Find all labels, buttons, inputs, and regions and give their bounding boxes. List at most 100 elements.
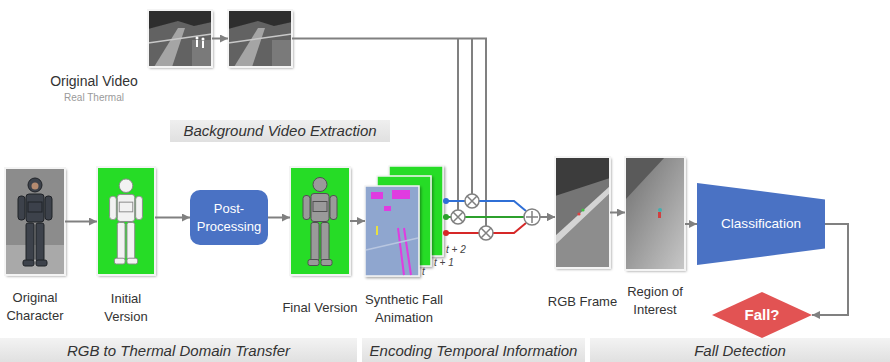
caption: Final Version <box>270 299 370 317</box>
node-text: Fall Detection <box>694 341 786 361</box>
person-speck <box>658 208 662 212</box>
connector <box>212 38 228 40</box>
branch-line <box>471 39 473 195</box>
character-image <box>97 167 155 275</box>
label-holder: t <box>422 266 425 278</box>
caption: Original VideoReal Thermal <box>46 72 142 104</box>
frame-border <box>5 168 65 275</box>
person-heat <box>202 41 204 48</box>
person-heat <box>196 40 198 47</box>
scene-building <box>555 157 610 196</box>
animation-stack: Synthetic Fall Animation <box>365 166 443 276</box>
label-holder: t + 2 <box>446 244 466 256</box>
character-image <box>5 168 65 275</box>
rgb-frame-image <box>555 157 610 268</box>
node-text: Original Video <box>46 72 142 91</box>
green-screen <box>97 167 155 275</box>
branch-line <box>457 39 459 211</box>
node-text: Classification <box>721 215 801 233</box>
thermal-figure <box>303 178 337 266</box>
node-text: Original Character <box>0 289 70 324</box>
multiply-symbol <box>479 226 493 240</box>
connector <box>155 217 190 219</box>
node-text: RGB Frame <box>538 293 628 311</box>
stage-band: RGB to Thermal Domain Transfer <box>0 338 357 362</box>
multiply-symbol <box>451 210 465 224</box>
caption: Initial Version <box>88 290 164 325</box>
mask-block <box>371 192 383 199</box>
frame-border <box>555 157 610 268</box>
thermal-scene <box>148 10 212 67</box>
node-text: Post- Processing <box>195 200 263 235</box>
multiply-cross <box>467 196 477 206</box>
mask-line <box>366 238 418 250</box>
sum-cross <box>526 211 538 223</box>
frame-border <box>148 10 212 67</box>
multiply-circle <box>451 210 465 224</box>
sum-circle <box>524 209 540 225</box>
green-screen <box>290 167 350 275</box>
white-figure <box>110 179 143 264</box>
classifier-block: Classification <box>697 183 825 265</box>
stage-band: Encoding Temporal Information <box>362 338 585 362</box>
connector <box>350 220 365 222</box>
person-speck <box>581 208 584 211</box>
video-frame-image <box>148 10 212 67</box>
person-heat <box>196 37 199 40</box>
node-text: Region of Interest <box>615 283 695 318</box>
branch-line <box>485 217 487 226</box>
animation-frame <box>365 186 419 276</box>
node-text: Background Video Extraction <box>183 121 376 141</box>
video-frame: Background Video Extraction <box>228 10 292 67</box>
node-text: Initial Version <box>88 290 164 325</box>
mask-block <box>384 206 391 211</box>
mask-block <box>392 190 410 199</box>
image-ground <box>5 168 65 275</box>
video-frame-image <box>228 10 292 67</box>
connector <box>65 221 97 223</box>
scene-shadow <box>625 157 665 200</box>
trapezoid-fill <box>697 183 825 265</box>
node-text: Encoding Temporal Information <box>370 341 578 361</box>
image-ground <box>555 157 610 268</box>
image-ground <box>625 157 685 270</box>
connectors <box>65 39 848 316</box>
connector <box>610 212 625 214</box>
time-label: t + 2 <box>446 244 466 256</box>
sum-symbol <box>524 209 540 225</box>
person-speck <box>577 212 580 215</box>
scene-rail <box>555 186 610 245</box>
node-subtext: Real Thermal <box>46 91 142 105</box>
person-heat <box>202 38 205 41</box>
node-text: RGB to Thermal Domain Transfer <box>67 341 290 361</box>
label-holder: t + 1 <box>434 257 454 269</box>
person-speck <box>658 212 661 218</box>
caption: RGB Frame <box>538 293 628 311</box>
channel-dot <box>443 230 449 236</box>
multiply-cross <box>453 212 463 222</box>
frame-border <box>97 167 155 275</box>
soldier-figure <box>18 178 52 266</box>
frame-border <box>290 167 350 275</box>
multiply-symbol <box>465 194 479 208</box>
character-image: Original Character <box>5 168 65 275</box>
channel-dot <box>443 198 449 204</box>
thermal-scene <box>228 10 292 67</box>
connector <box>685 223 697 225</box>
character-image <box>290 167 350 275</box>
node-text: Synthetic Fall Animation <box>356 291 452 326</box>
time-label: t <box>422 266 425 278</box>
caption: Region of Interest <box>615 283 695 318</box>
fallen-person <box>376 226 378 235</box>
multiply-circle <box>479 226 493 240</box>
frame-border <box>228 10 292 67</box>
diamond-fill <box>712 292 812 338</box>
node-text: Final Version <box>270 299 370 317</box>
stage-band: Fall Detection <box>590 338 890 362</box>
multiply-circle <box>465 194 479 208</box>
frame-border <box>625 157 685 270</box>
multiply-cross <box>481 228 491 238</box>
process-box: Post- Processing <box>190 190 268 245</box>
channel-dot <box>443 214 449 220</box>
